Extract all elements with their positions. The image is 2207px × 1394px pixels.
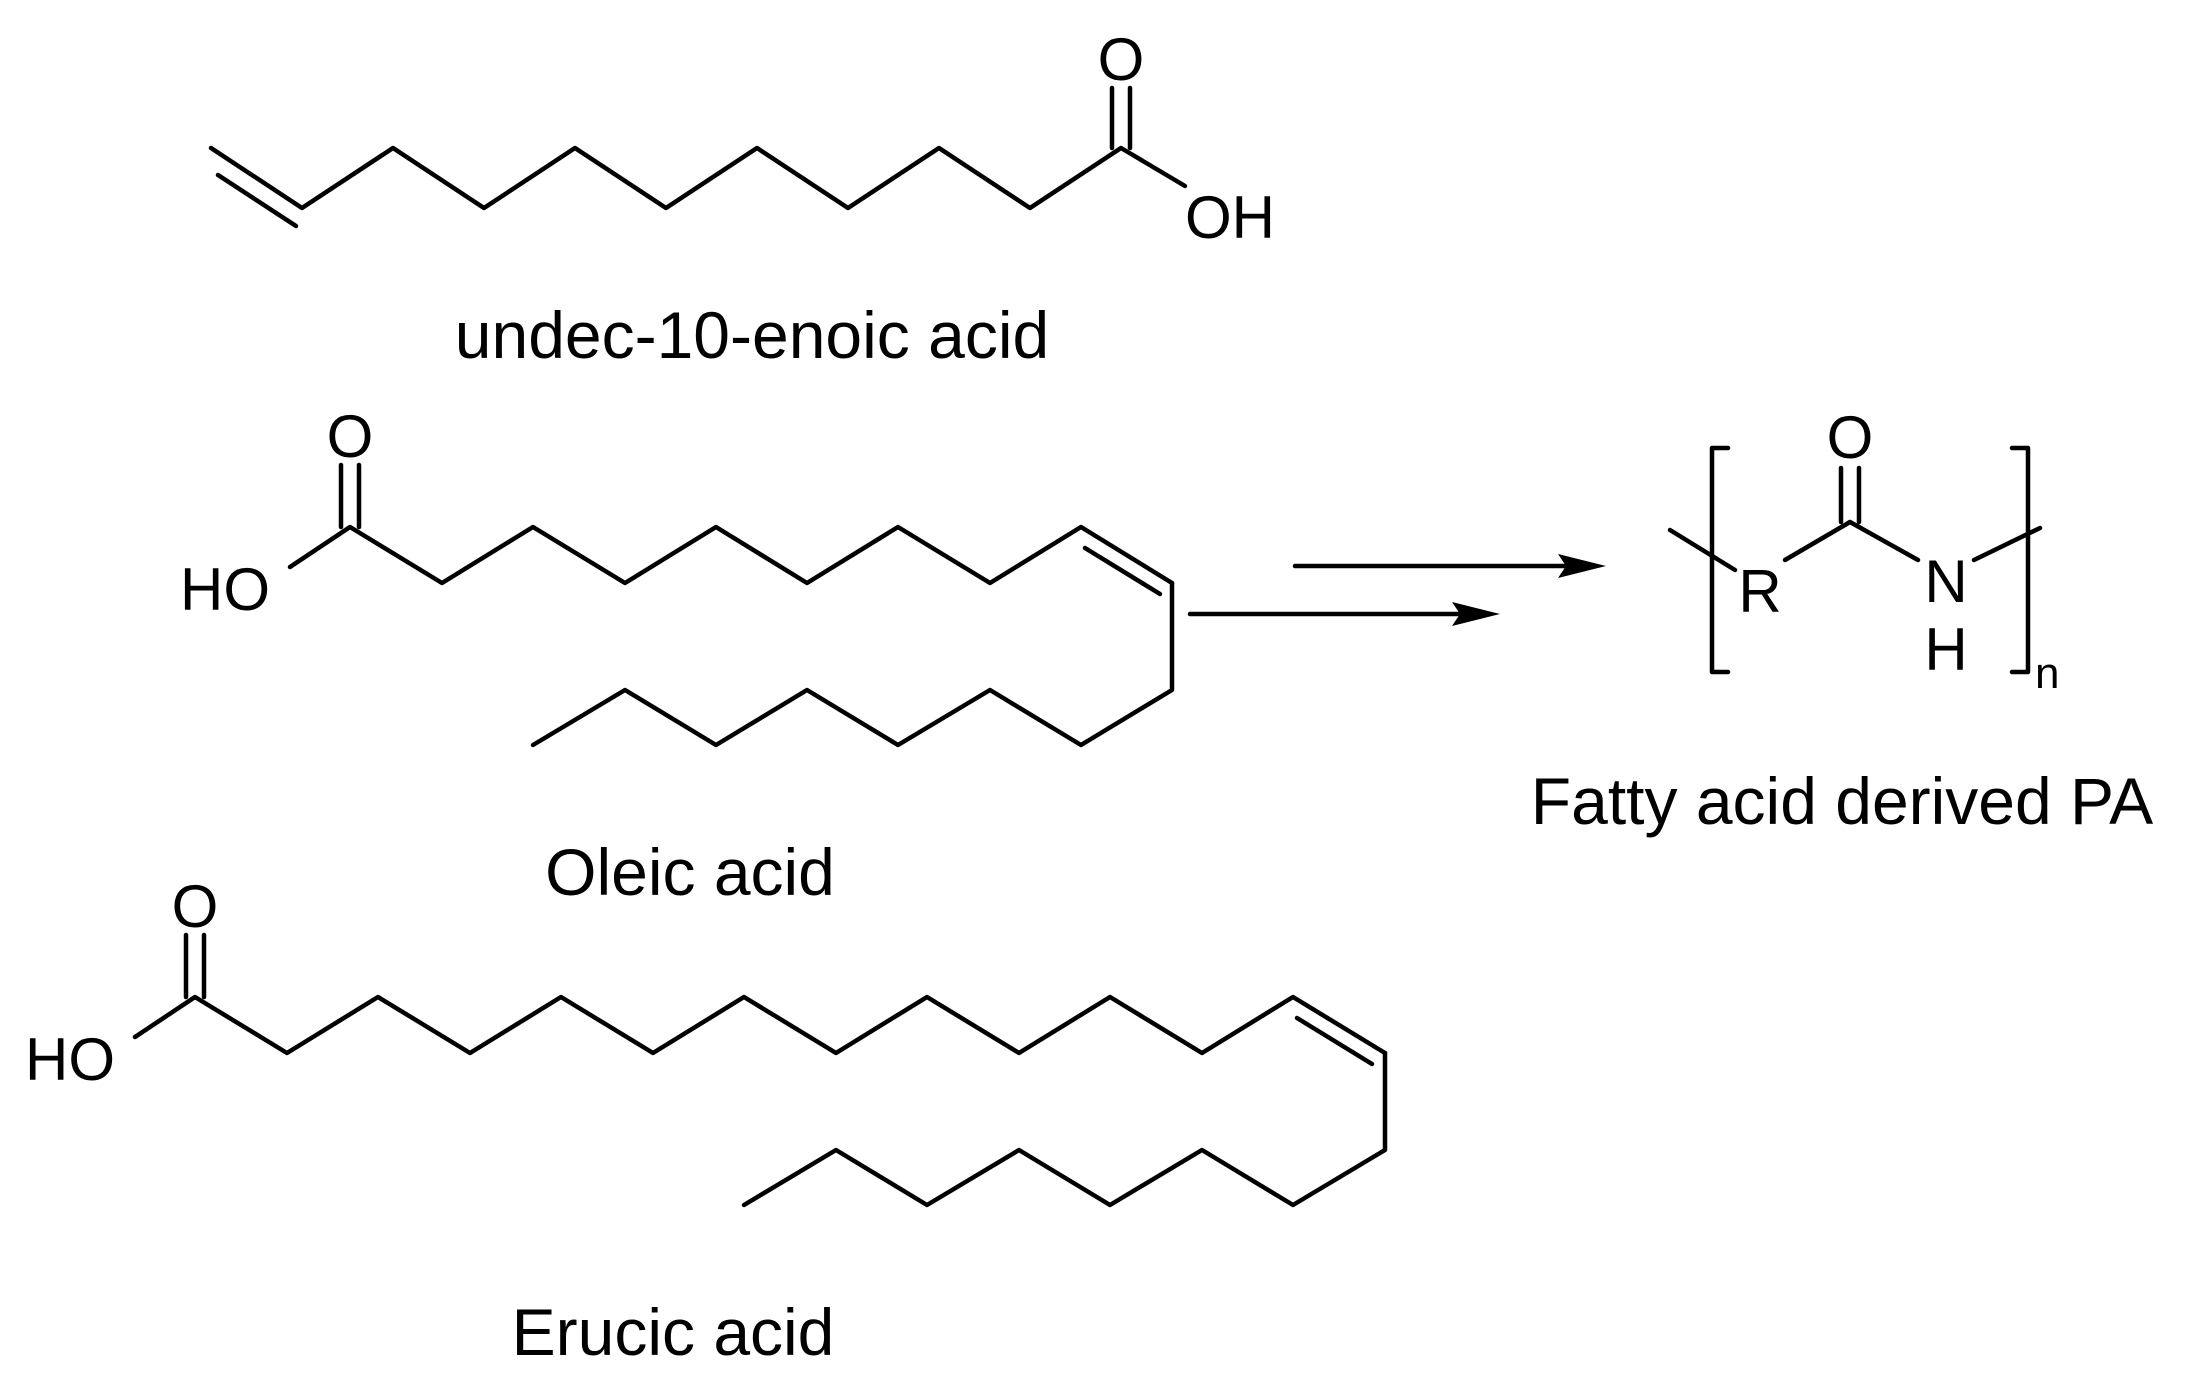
carbonyl-oxygen: O bbox=[1098, 26, 1145, 93]
oleic-chain-upper bbox=[287, 524, 1175, 586]
left-bracket bbox=[1709, 445, 1731, 675]
carbonyl-to-nitrogen-bond bbox=[1847, 519, 1921, 563]
left-chain-end bbox=[1667, 527, 1738, 573]
oleic-acid-structure: HO O bbox=[180, 403, 1175, 748]
undecenoic-acid-caption: undec-10-enoic acid bbox=[455, 298, 1049, 372]
erucic-acid-structure: HO O bbox=[25, 873, 1388, 1208]
erucic-chain-upper bbox=[132, 994, 1388, 1056]
r-to-carbonyl-bond bbox=[1782, 519, 1853, 563]
repeat-count-n: n bbox=[2035, 649, 2059, 698]
carbonyl-oxygen: O bbox=[172, 873, 219, 940]
reaction-arrows bbox=[1187, 554, 1606, 626]
erucic-acid-caption: Erucic acid bbox=[512, 1295, 835, 1369]
carbonyl-oxygen: O bbox=[327, 403, 374, 470]
terminal-double-bond bbox=[215, 172, 299, 229]
amide-oxygen: O bbox=[1827, 404, 1874, 471]
undecenoic-chain bbox=[208, 145, 1188, 211]
hydroxyl-group-left: HO bbox=[180, 556, 270, 623]
upper-arrowhead bbox=[1558, 554, 1606, 578]
hydroxyl-group: OH bbox=[1185, 184, 1275, 251]
polyamide-caption: Fatty acid derived PA bbox=[1531, 764, 2153, 838]
hydroxyl-group-left: HO bbox=[25, 1026, 115, 1093]
right-chain-end bbox=[1971, 525, 2043, 563]
erucic-cis-double-bond bbox=[1294, 1015, 1375, 1067]
right-bracket bbox=[2009, 445, 2031, 675]
amide-nitrogen: N bbox=[1924, 548, 1967, 615]
oleic-cis-double-bond bbox=[1082, 545, 1163, 597]
lower-arrowhead bbox=[1452, 602, 1500, 626]
amide-hydrogen: H bbox=[1924, 616, 1967, 683]
polyamide-repeat-unit: R O N H n bbox=[1667, 404, 2059, 698]
erucic-chain-lower bbox=[741, 1050, 1388, 1208]
undecenoic-acid-structure: O OH bbox=[208, 26, 1275, 251]
oleic-chain-lower bbox=[530, 580, 1175, 748]
r-group: R bbox=[1738, 558, 1781, 625]
oleic-acid-caption: Oleic acid bbox=[545, 835, 835, 909]
